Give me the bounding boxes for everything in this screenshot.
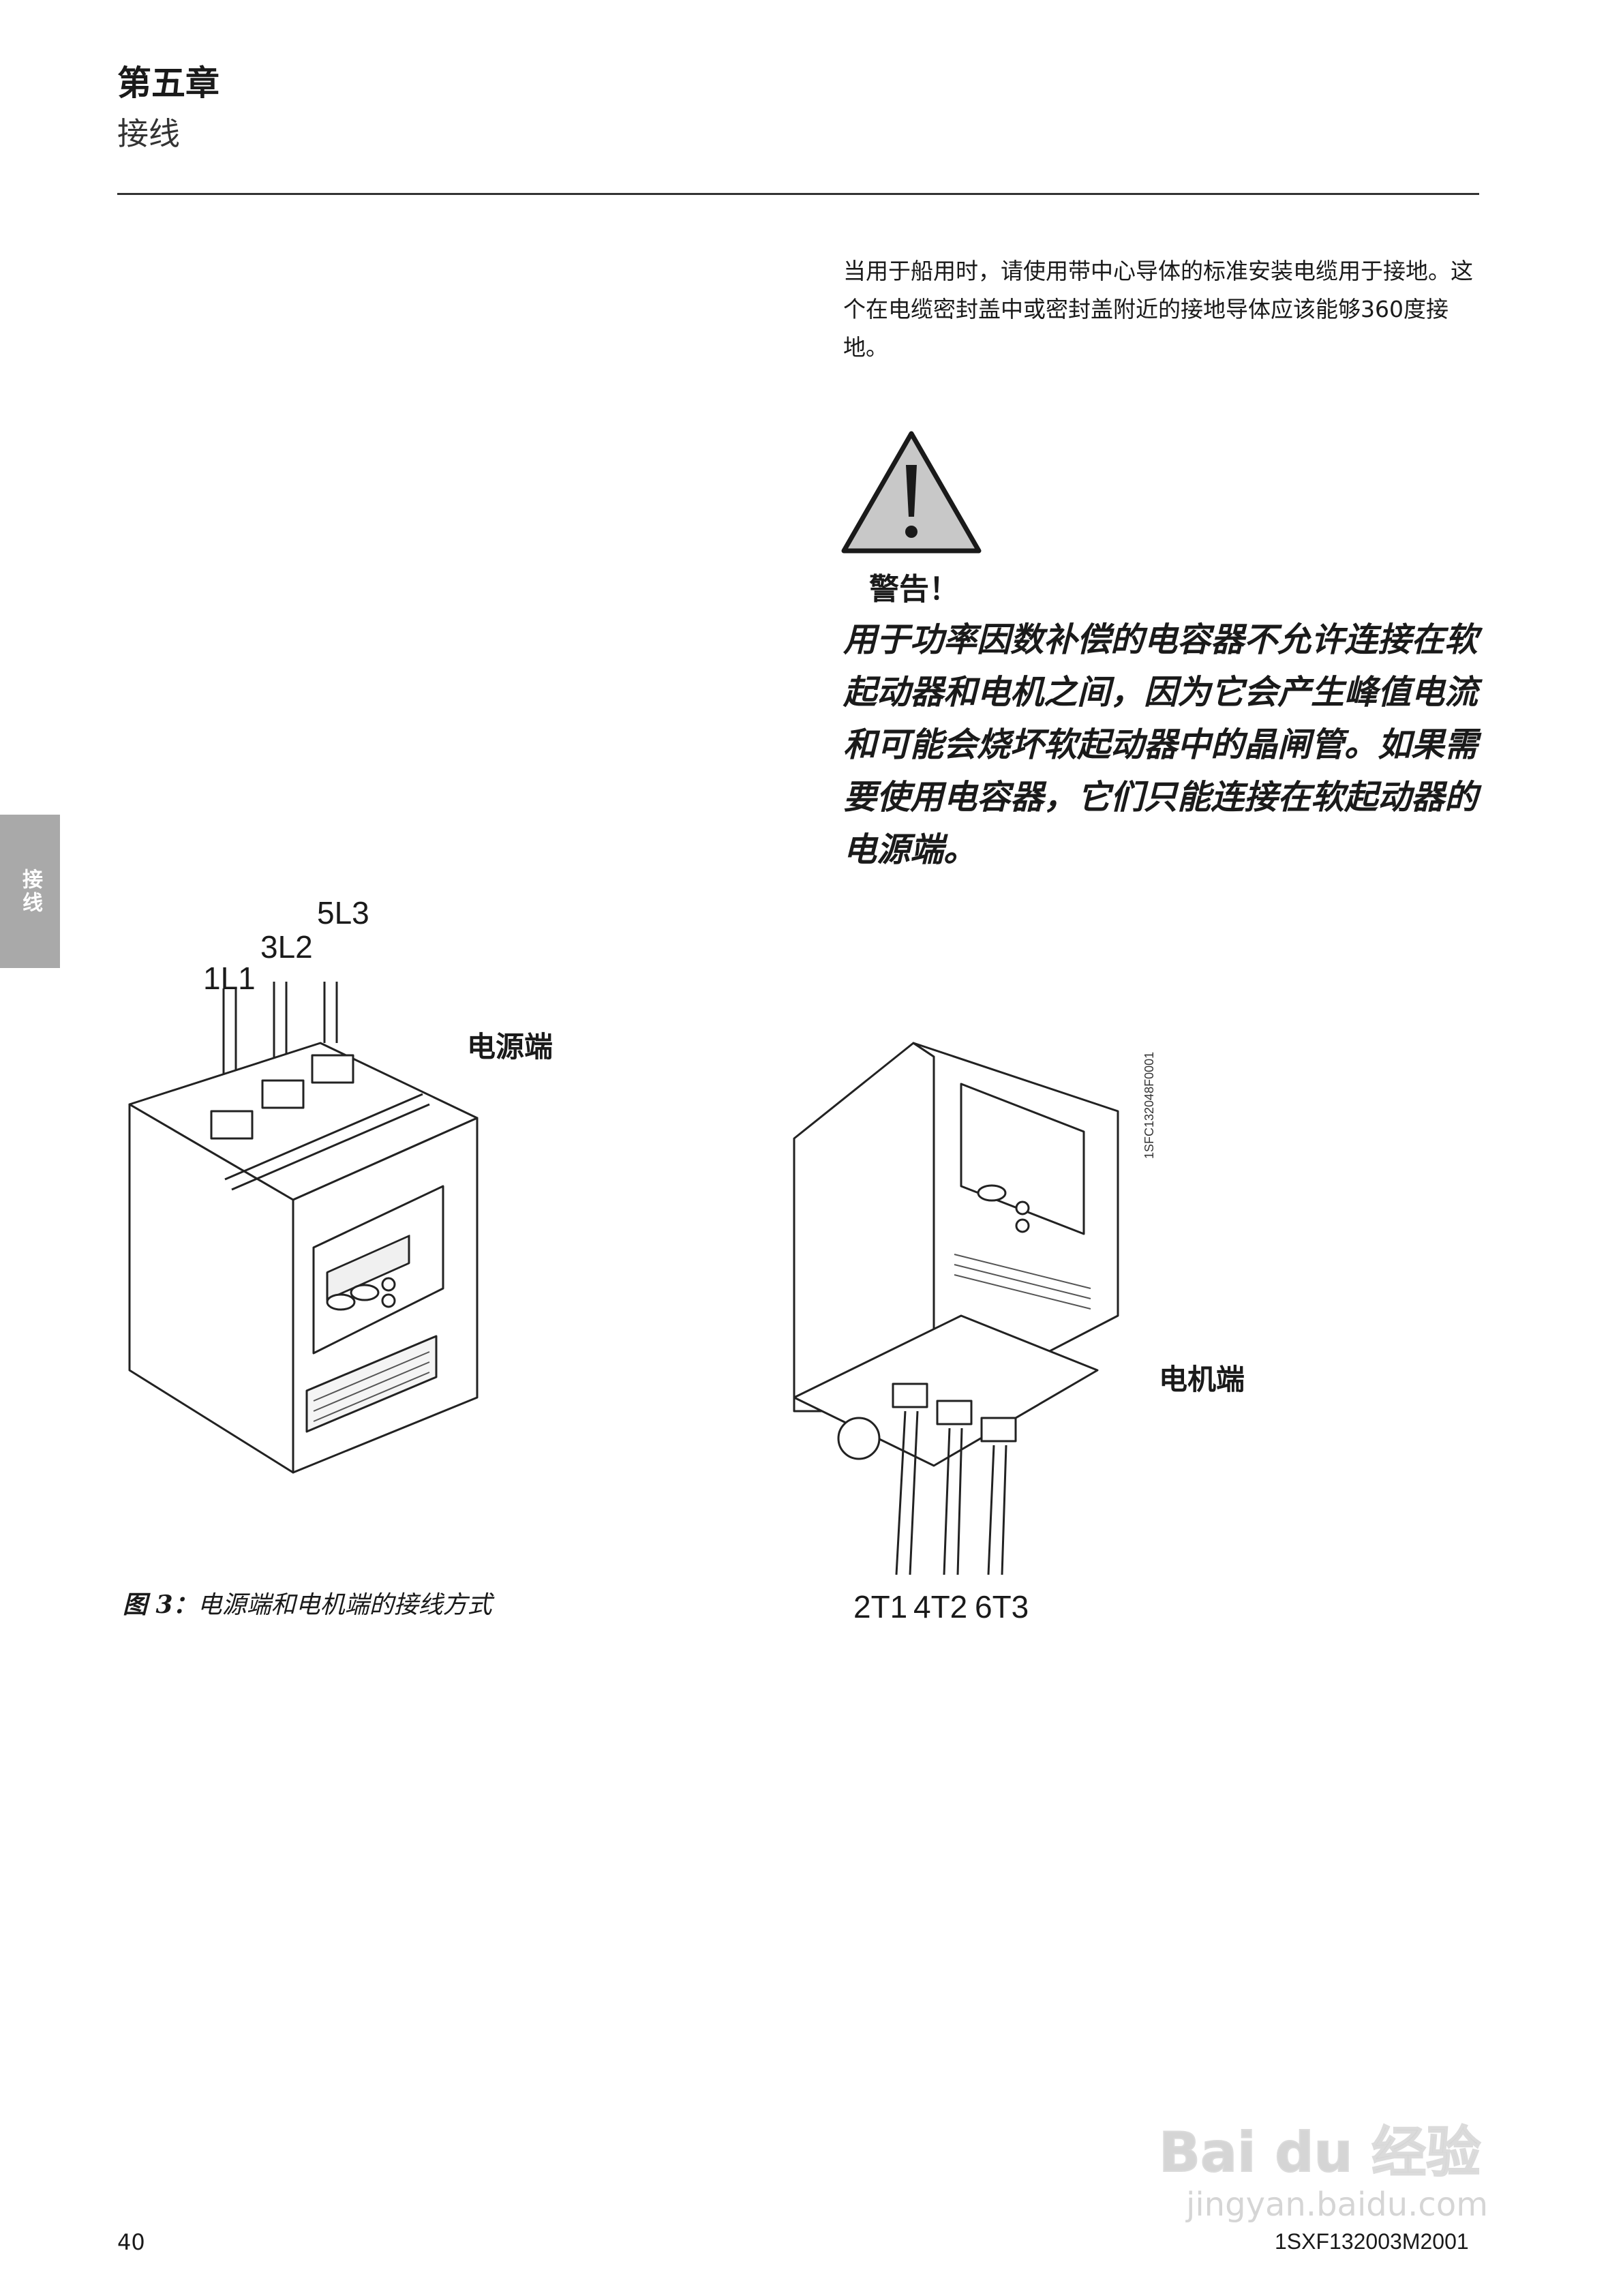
header-divider [117, 193, 1479, 195]
figure-caption: 图 3：电源端和电机端的接线方式 [123, 1585, 492, 1620]
svg-text:Bai du 经验: Bai du 经验 [1159, 2121, 1481, 2184]
motor-side-label: 电机端 [1159, 1363, 1245, 1396]
baidu-watermark-logo: Bai du 经验 jingyan.baidu.com [1159, 2120, 1488, 2224]
soft-starter-motor-drawing [793, 1042, 1119, 1575]
terminal-label-5l3: 5L3 [317, 895, 369, 931]
terminal-label-1l1: 1L1 [203, 961, 256, 996]
figure-caption-text: 电源端和电机端的接线方式 [197, 1591, 492, 1619]
terminal-label-3l2: 3L2 [260, 929, 313, 965]
chapter-title: 第五章 [117, 63, 219, 103]
terminal-label-4t2: 4T2 [913, 1589, 968, 1625]
page-number: 40 [117, 2229, 145, 2255]
terminal-label-2t1: 2T1 [853, 1589, 908, 1625]
terminal-label-6t3: 6T3 [975, 1589, 1029, 1625]
warning-label: 警告！ [869, 572, 959, 607]
chapter-subtitle: 接线 [117, 115, 180, 152]
warning-triangle-icon [841, 431, 982, 554]
figure-caption-number: 图 3： [123, 1590, 198, 1619]
svg-text:jingyan.baidu.com: jingyan.baidu.com [1185, 2186, 1488, 2224]
soft-starter-supply-drawing [128, 982, 479, 1474]
drawing-code: 1SFC132048F0001 [1142, 1051, 1156, 1159]
intro-paragraph: 当用于船用时，请使用带中心导体的标准安装电缆用于接地。这个在电缆密封盖中或密封盖… [843, 258, 1473, 361]
side-tab-label: 接线 [18, 868, 42, 915]
side-tab [0, 815, 60, 968]
warning-body: 用于功率因数补偿的电容器不允许连接在软起动器和电机之间，因为它会产生峰值电流和可… [843, 620, 1478, 869]
supply-side-label: 电源端 [467, 1030, 553, 1063]
document-id: 1SXF132003M2001 [1275, 2229, 1469, 2254]
